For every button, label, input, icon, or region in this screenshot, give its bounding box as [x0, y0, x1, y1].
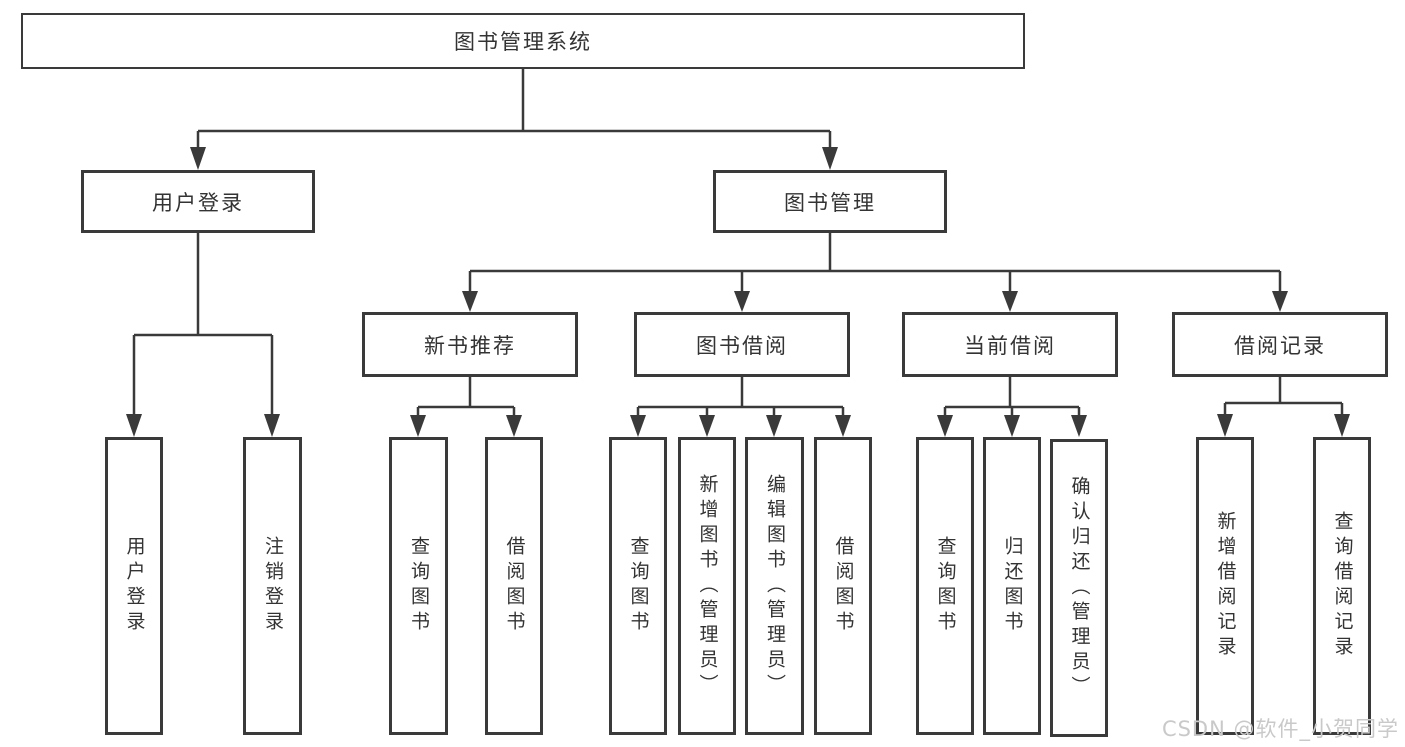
leaf-confirm-return-admin: 确认归还（管理员） — [1050, 439, 1108, 737]
leaf-borrow-book: 借阅图书 — [814, 437, 872, 735]
arrowheads — [126, 147, 1350, 437]
node-book-management: 图书管理 — [713, 170, 947, 233]
leaf-add-book-admin: 新增图书（管理员） — [678, 437, 736, 735]
leaf-return-book: 归还图书 — [983, 437, 1041, 735]
node-current-borrow: 当前借阅 — [902, 312, 1118, 377]
node-new-book-recommend: 新书推荐 — [362, 312, 578, 377]
node-book-borrow: 图书借阅 — [634, 312, 850, 377]
leaf-borrow-book-recommend: 借阅图书 — [485, 437, 543, 735]
node-borrow-records: 借阅记录 — [1172, 312, 1388, 377]
leaf-query-book-recommend: 查询图书 — [389, 437, 448, 735]
leaf-logout: 注销登录 — [243, 437, 302, 735]
csdn-watermark: CSDN @软件_小贺同学 — [1161, 717, 1399, 741]
leaf-add-borrow-record: 新增借阅记录 — [1196, 437, 1254, 735]
leaf-query-book-current: 查询图书 — [916, 437, 974, 735]
leaf-query-book-borrow: 查询图书 — [609, 437, 667, 735]
node-user-login: 用户登录 — [81, 170, 315, 233]
leaf-edit-book-admin: 编辑图书（管理员） — [745, 437, 804, 735]
node-book-management-system: 图书管理系统 — [21, 13, 1025, 69]
leaf-user-login: 用户登录 — [105, 437, 163, 735]
leaf-query-borrow-record: 查询借阅记录 — [1313, 437, 1371, 735]
